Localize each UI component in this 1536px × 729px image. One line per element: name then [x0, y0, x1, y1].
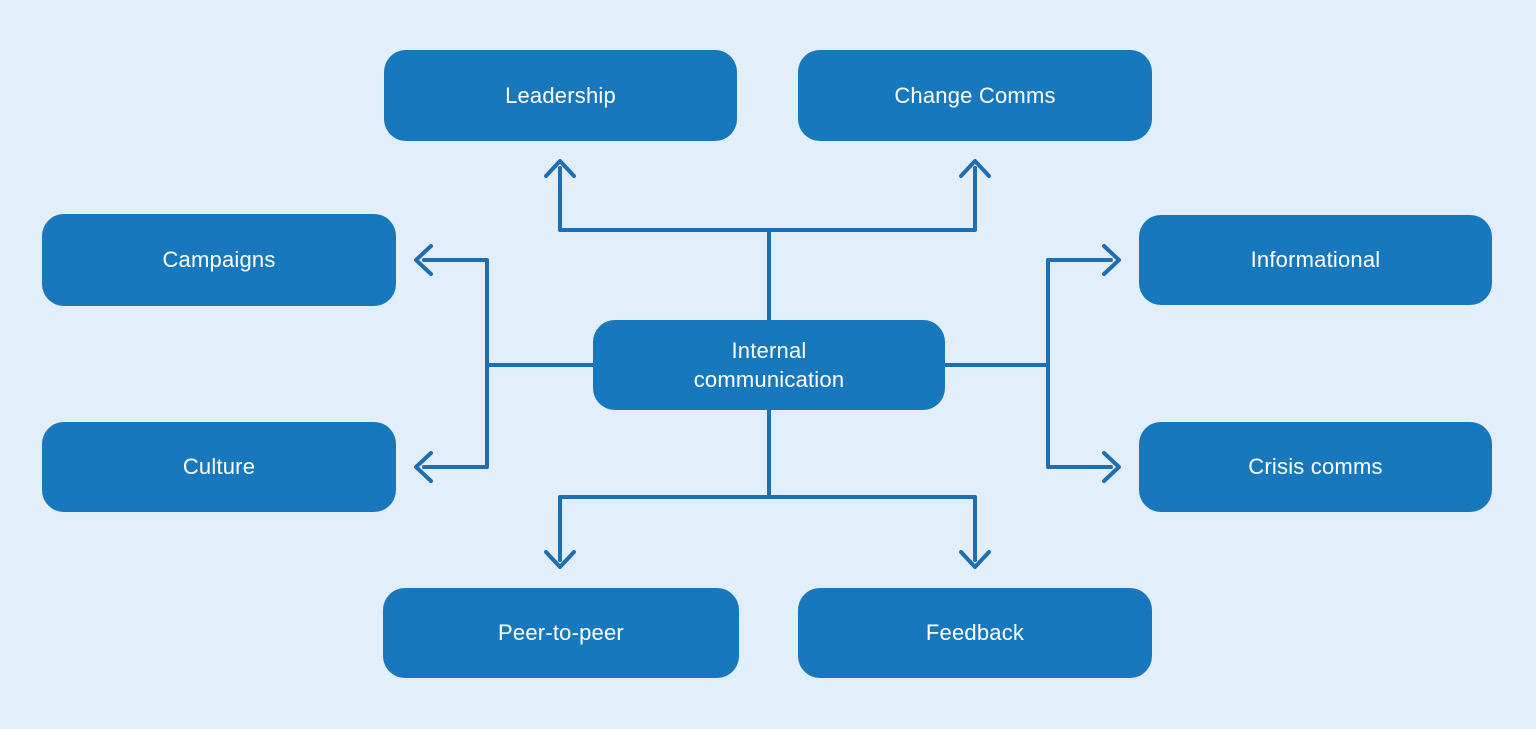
- arrowhead-left-campaigns: [414, 244, 433, 276]
- node-campaigns[interactable]: Campaigns: [42, 214, 396, 306]
- node-internal-communication-label: Internal communication: [693, 337, 845, 392]
- node-change-comms[interactable]: Change Comms: [798, 50, 1152, 141]
- node-feedback-label: Feedback: [925, 620, 1025, 646]
- arrowhead-down-feedback: [959, 550, 991, 569]
- connector-bottom: [544, 408, 991, 569]
- arrowhead-down-peer-to-peer: [544, 550, 576, 569]
- arrowhead-left-culture: [414, 451, 433, 483]
- node-peer-to-peer[interactable]: Peer-to-peer: [383, 588, 739, 678]
- node-culture[interactable]: Culture: [42, 422, 396, 512]
- node-culture-label: Culture: [182, 454, 256, 480]
- node-leadership-label: Leadership: [505, 82, 616, 108]
- node-peer-to-peer-label: Peer-to-peer: [498, 620, 624, 646]
- arrowhead-right-crisis-comms: [1102, 451, 1121, 483]
- arrowhead-up-change-comms: [959, 159, 991, 178]
- node-crisis-comms-label: Crisis comms: [1248, 454, 1383, 480]
- node-internal-communication[interactable]: Internal communication: [593, 320, 945, 410]
- connector-left: [414, 244, 595, 483]
- connector-right: [943, 244, 1121, 483]
- node-crisis-comms[interactable]: Crisis comms: [1139, 422, 1492, 512]
- node-informational-label: Informational: [1250, 247, 1381, 273]
- connector-top: [544, 159, 991, 322]
- node-leadership[interactable]: Leadership: [384, 50, 737, 141]
- arrowhead-right-informational: [1102, 244, 1121, 276]
- node-feedback[interactable]: Feedback: [798, 588, 1152, 678]
- node-change-comms-label: Change Comms: [894, 82, 1056, 108]
- node-informational[interactable]: Informational: [1139, 215, 1492, 305]
- arrowhead-up-leadership: [544, 159, 576, 178]
- node-campaigns-label: Campaigns: [162, 247, 276, 273]
